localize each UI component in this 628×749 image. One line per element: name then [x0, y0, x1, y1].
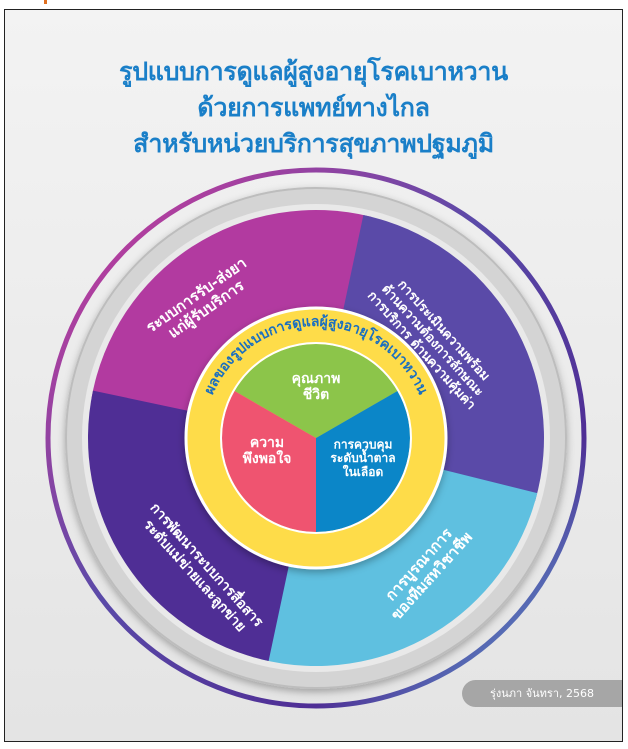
outcome-label-2: การควบคุมระดับน้ำตาลในเลือด	[330, 437, 395, 479]
outcome-slice-3	[222, 391, 316, 532]
outcome-label-3: ความพึงพอใจ	[243, 435, 292, 467]
outcome-label-1-line: คุณภาพ	[292, 371, 341, 387]
outcome-label-1: คุณภาพชีวิต	[292, 371, 341, 403]
outcome-label-3-line: พึงพอใจ	[243, 449, 292, 467]
outcome-label-2-line: ระดับน้ำตาล	[330, 448, 395, 465]
outcome-slice-1	[234, 343, 398, 438]
credit-badge: รุ่งนภา จันทรา, 2568	[462, 680, 622, 707]
pie-border	[220, 342, 412, 534]
infographic-frame: รูปแบบการดูแลผู้สูงอายุโรคเบาหวาน ด้วยกา…	[4, 9, 623, 742]
outcome-label-3-line: ความ	[250, 435, 284, 451]
title-line-2: ด้วยการแพทย์ทางไกล	[197, 93, 430, 122]
outcome-label-1-line: ชีวิต	[303, 387, 329, 403]
outer-ring	[45, 167, 587, 709]
page-title: รูปแบบการดูแลผู้สูงอายุโรคเบาหวาน ด้วยกา…	[5, 54, 622, 162]
corner-mark	[44, 0, 47, 4]
care-model-wheel: ระบบการรับ-ส่งยาแก่ผู้รับบริการการประเมิ…	[45, 167, 587, 709]
outcome-label-2-line: ในเลือด	[343, 464, 384, 479]
title-line-3: สำหรับหน่วยบริการสุขภาพปฐมภูมิ	[133, 129, 494, 158]
title-line-1: รูปแบบการดูแลผู้สูงอายุโรคเบาหวาน	[119, 57, 508, 86]
outcome-label-2-line: การควบคุม	[334, 437, 393, 452]
outcome-slice-2	[316, 391, 410, 532]
